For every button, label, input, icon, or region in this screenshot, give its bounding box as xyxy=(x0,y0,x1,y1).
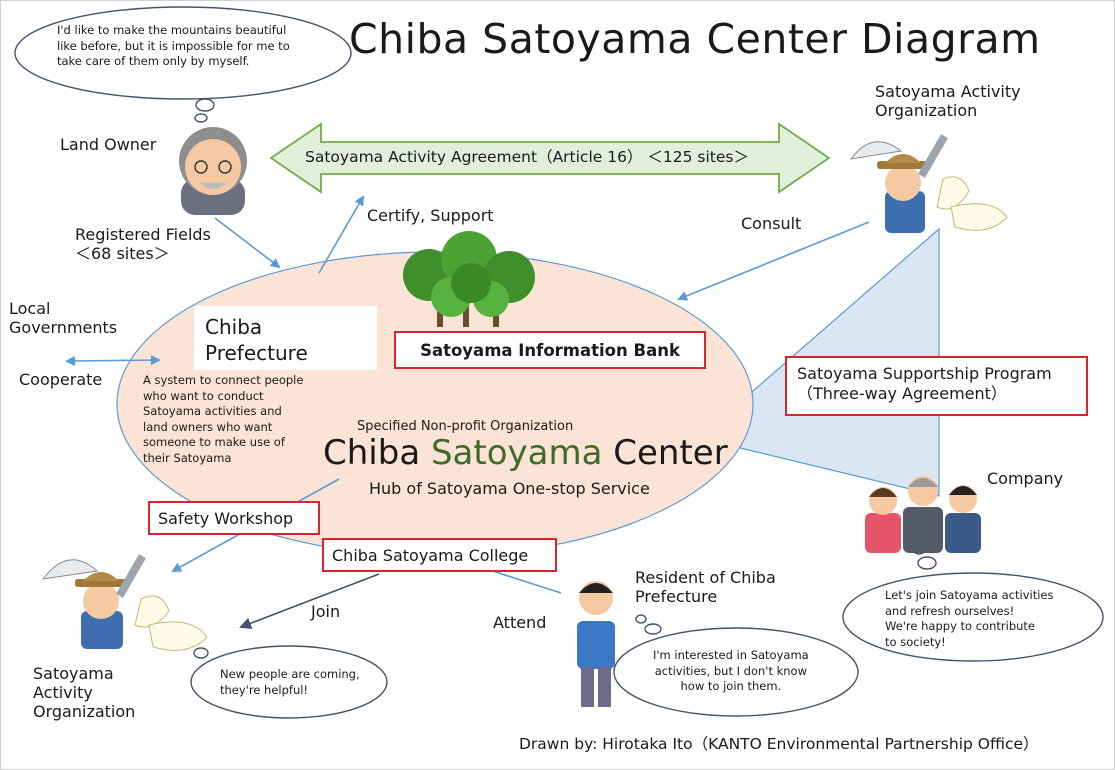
arrow-certify-support xyxy=(318,195,365,274)
center-name: Chiba Satoyama Center xyxy=(323,433,728,474)
cloud-resident xyxy=(613,614,859,717)
label-cooperate: Cooperate xyxy=(19,370,103,389)
npo-label: Specified Non-profit Organization xyxy=(357,419,574,434)
box-college: Chiba Satoyama College xyxy=(322,538,557,572)
cloud-land-owner xyxy=(14,6,352,123)
agreement-arrow xyxy=(269,122,831,194)
land-owner-illustration xyxy=(179,127,247,215)
center-name-part2: Satoyama xyxy=(430,433,603,473)
label-attend: Attend xyxy=(493,613,547,632)
arrow-join xyxy=(239,573,380,630)
box-safety-workshop: Safety Workshop xyxy=(148,501,320,535)
label-resident: Resident of Chiba Prefecture xyxy=(635,568,776,607)
forest-icon xyxy=(403,231,535,327)
label-join: Join xyxy=(311,602,341,621)
center-name-part1: Chiba xyxy=(323,433,431,473)
box-supportship: Satoyama Supportship Program （Three-way … xyxy=(785,356,1088,416)
label-activity-org-bottom: Satoyama Activity Organization xyxy=(33,664,136,722)
label-activity-org-top: Satoyama Activity Organization xyxy=(875,82,1021,121)
label-chiba-prefecture: Chiba Prefecture xyxy=(205,315,308,365)
label-local-governments: Local Governments xyxy=(9,299,118,338)
label-land-owner: Land Owner xyxy=(60,135,157,154)
resident-illustration xyxy=(577,581,615,707)
box-info-bank: Satoyama Information Bank xyxy=(394,331,706,369)
center-name-part3: Center xyxy=(602,433,728,473)
speech-resident: I'm interested in Satoyama activities, b… xyxy=(653,648,809,694)
system-description: A system to connect people who want to c… xyxy=(143,373,304,465)
speech-land-owner: I'd like to make the mountains beautiful… xyxy=(57,23,290,69)
hub-label: Hub of Satoyama One-stop Service xyxy=(369,479,650,498)
label-agreement: Satoyama Activity Agreement（Article 16） … xyxy=(305,148,749,166)
arrow-cooperate xyxy=(65,355,161,366)
arrow-registered-fields xyxy=(214,217,281,269)
chiba-prefecture-box xyxy=(194,306,377,370)
label-registered-fields: Registered Fields ＜68 sites＞ xyxy=(75,225,211,264)
arrow-consult xyxy=(677,221,870,301)
label-certify-support: Certify, Support xyxy=(367,206,494,225)
activity-worker-illustration-bottom xyxy=(41,554,208,651)
footer-credit: Drawn by: Hirotaka Ito（KANTO Environment… xyxy=(519,735,1039,753)
speech-company: Let's join Satoyama activities and refre… xyxy=(885,588,1054,649)
label-consult: Consult xyxy=(741,214,802,233)
label-company: Company xyxy=(987,469,1064,488)
speech-org: New people are coming, they're helpful! xyxy=(220,667,360,697)
activity-worker-illustration-top xyxy=(849,134,1008,233)
diagram-title: Chiba Satoyama Center Diagram xyxy=(349,15,1041,63)
company-people-illustration xyxy=(865,476,981,553)
